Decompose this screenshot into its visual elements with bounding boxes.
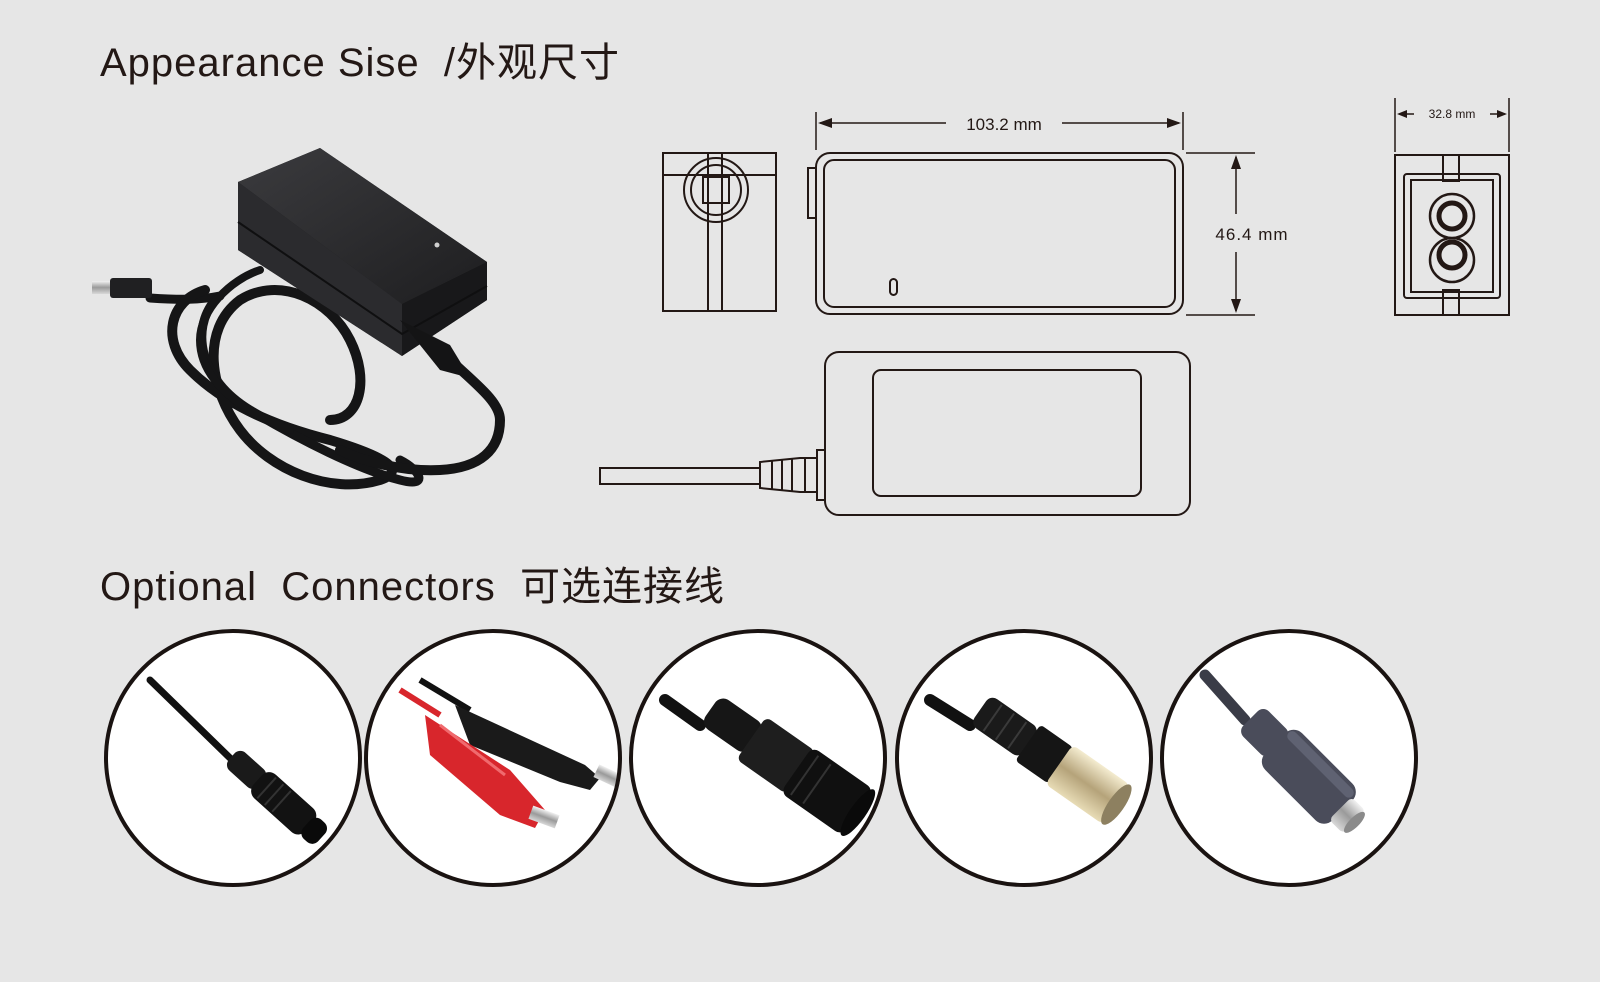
front-view-drawing bbox=[807, 152, 1184, 315]
depth-dimension: 32.8 mm bbox=[1429, 107, 1476, 121]
length-dimension: 103.2 mm bbox=[966, 115, 1042, 134]
dimension-lines bbox=[815, 98, 1510, 316]
side-view-drawing bbox=[662, 152, 777, 312]
top-view-drawing bbox=[599, 351, 1191, 516]
dc-plug-tip bbox=[92, 281, 112, 294]
connector-option-5-barrel bbox=[1160, 629, 1418, 887]
end-view-drawing bbox=[1394, 154, 1510, 316]
height-dimension: 46.4 mm bbox=[1215, 225, 1288, 244]
dc-plug-body bbox=[110, 278, 152, 298]
connector-option-1 bbox=[104, 629, 362, 887]
appearance-size-title: Appearance Sise /外观尺寸 bbox=[100, 41, 620, 85]
technical-drawings bbox=[599, 98, 1510, 516]
connector-option-2-alligator-clips bbox=[364, 629, 622, 887]
optional-connectors-title: Optional Connectors 可选连接线 bbox=[100, 565, 725, 609]
led-indicator bbox=[434, 242, 440, 248]
connector-option-3-xlr bbox=[629, 629, 887, 887]
connector-option-4-xlr-metal bbox=[895, 629, 1153, 887]
adapter-photo bbox=[92, 148, 506, 490]
